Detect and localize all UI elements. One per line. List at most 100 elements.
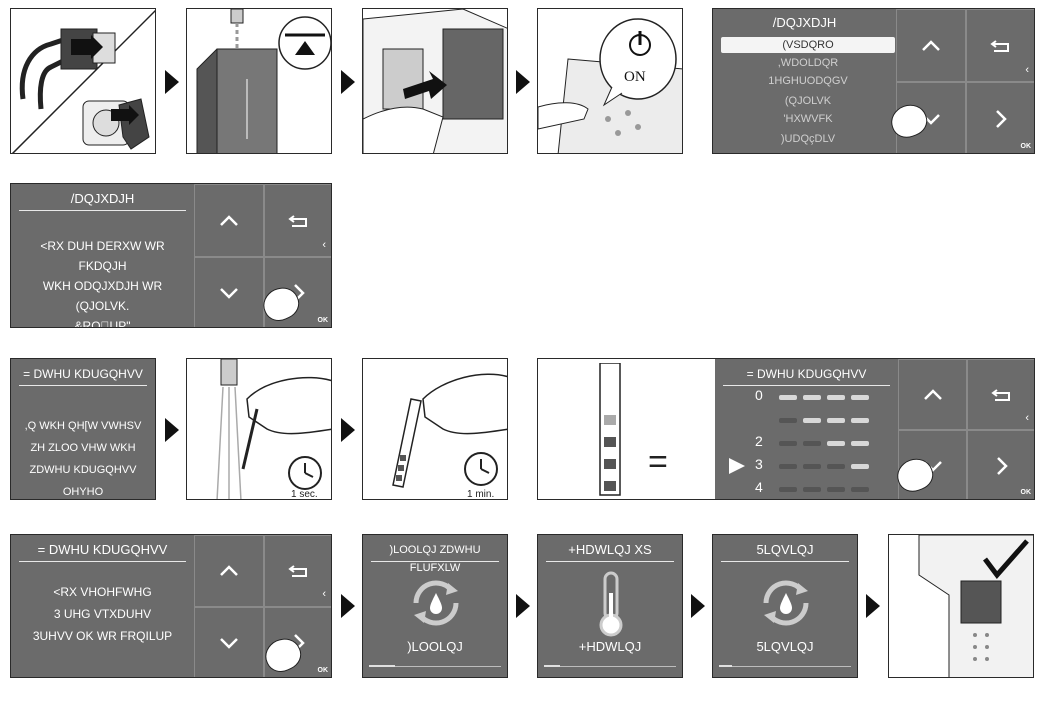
- progress-bar: [544, 665, 676, 667]
- rinsing-screen: 5LQVLQJ 5LQVLQJ: [712, 534, 858, 678]
- progress-fill: [369, 665, 396, 667]
- chevron-left-icon: ‹: [1025, 412, 1029, 424]
- language-option-english[interactable]: (QJOLVK: [784, 95, 832, 107]
- chevron-right-icon: [996, 456, 1008, 475]
- confirm-text-line: <RX VHOHFWHG: [53, 585, 152, 599]
- chevron-down-icon: [220, 638, 238, 649]
- up-button[interactable]: [896, 9, 966, 82]
- ok-button[interactable]: OK: [967, 430, 1034, 499]
- step-arrow-icon: [341, 70, 355, 94]
- language-option-italiano[interactable]: ,WDOLDQR: [777, 57, 839, 69]
- back-button[interactable]: ‹: [264, 535, 331, 607]
- screen-title: +HDWLQJ XS: [546, 541, 674, 562]
- ok-button[interactable]: OK: [966, 82, 1034, 153]
- hardness-level-row[interactable]: 3: [715, 456, 898, 476]
- on-label: ON: [624, 69, 646, 85]
- step-arrow-icon: [691, 594, 705, 618]
- intro-text-line: ZH ZLOO VHW WKH: [30, 442, 136, 454]
- back-arrow-icon: [287, 565, 307, 577]
- screen-title: /DQJXDJH: [772, 15, 837, 30]
- confirm-text-line: 3 UHG VTXDUHV: [53, 607, 152, 621]
- confirm-text-line: 3UHVV OK WR FRQILUP: [32, 629, 173, 643]
- back-button[interactable]: ‹: [967, 359, 1034, 430]
- checkmark-icon: [983, 539, 1029, 579]
- water-cycle-icon: [413, 580, 459, 626]
- hardness-level-row[interactable]: [715, 410, 898, 430]
- test-strip-icon: [599, 363, 621, 496]
- language-option-espanol[interactable]: (VSDQRO: [721, 37, 895, 53]
- timer-label: 1 min.: [467, 489, 495, 500]
- thermometer-icon: [599, 571, 623, 637]
- hardness-level-row[interactable]: 0: [715, 387, 898, 407]
- hardness-bar: [827, 395, 845, 400]
- screen-title: 5LQVLQJ: [721, 541, 849, 562]
- step-arrow-icon: [516, 594, 530, 618]
- screen-title: )LOOLQJ ZDWHU FLUFXLW: [371, 541, 499, 574]
- chevron-up-icon: [922, 39, 940, 51]
- hardness-level-label: 0: [755, 387, 763, 403]
- up-button[interactable]: [194, 184, 264, 257]
- hardness-bar: [851, 487, 869, 492]
- hardness-bar: [803, 441, 821, 446]
- status-label: 5LQVLQJ: [756, 639, 814, 654]
- chevron-down-icon: [220, 288, 238, 299]
- filling-screen: )LOOLQJ ZDWHU FLUFXLW )LOOLQJ: [362, 534, 508, 678]
- status-label: )LOOLQJ: [407, 639, 463, 654]
- back-button[interactable]: ‹: [264, 184, 331, 257]
- hardness-bar: [827, 487, 845, 492]
- up-button[interactable]: [898, 359, 967, 430]
- step-arrow-icon: [516, 70, 530, 94]
- hardness-bar: [827, 441, 845, 446]
- ok-label: OK: [1020, 489, 1032, 496]
- hardness-level-label: 4: [755, 479, 763, 495]
- up-button[interactable]: [194, 535, 264, 607]
- language-option-deutsch[interactable]: 'HXWVFK: [783, 113, 833, 125]
- chevron-up-icon: [220, 214, 238, 226]
- hardness-level-row[interactable]: 2: [715, 433, 898, 453]
- step-arrow-icon: [341, 418, 355, 442]
- chevron-left-icon: ‹: [322, 239, 326, 251]
- down-button[interactable]: [194, 257, 264, 327]
- status-label: +HDWLQJ: [578, 639, 642, 654]
- illustration-fill-water-tank: [186, 8, 332, 154]
- hardness-bar: [827, 464, 845, 469]
- chevron-up-icon: [220, 565, 238, 576]
- down-button[interactable]: [194, 607, 264, 677]
- ok-label: OK: [317, 317, 329, 324]
- chevron-up-icon: [923, 388, 942, 400]
- hardness-bar: [779, 464, 797, 469]
- confirm-text-line: &RQ UP": [74, 319, 131, 328]
- chevron-left-icon: ‹: [1025, 64, 1029, 76]
- hardness-bar: [851, 464, 869, 469]
- hardness-bar: [779, 418, 797, 423]
- chevron-left-icon: ‹: [322, 588, 326, 600]
- illustration-wait-test-strip: 1 min.: [362, 358, 508, 500]
- illustration-rinse-complete: [888, 534, 1034, 678]
- screen-title: = DWHU KDUGQHVV: [19, 365, 147, 386]
- language-menu-screen: /DQJXDJH (VSDQRO ,WDOLDQR 1HGHUODQGV (QJ…: [712, 8, 1035, 154]
- progress-bar: [369, 665, 501, 667]
- ok-label: OK: [1020, 143, 1032, 150]
- intro-text-line: ZDWHU KDUGQHVV OHYHO: [29, 464, 137, 498]
- hardness-bar: [803, 395, 821, 400]
- language-option-nederlands[interactable]: 1HGHUODQGV: [768, 75, 848, 87]
- language-confirm-screen: /DQJXDJH <RX DUH DERXW WR FKDQJH WKH ODQ…: [10, 183, 332, 328]
- intro-text-line: ,Q WKH QH[W VWHSV: [24, 420, 142, 432]
- hardness-bar: [779, 395, 797, 400]
- hardness-bar: [803, 464, 821, 469]
- hardness-bar: [803, 418, 821, 423]
- language-option-francais[interactable]: )UDQçDLV: [780, 133, 836, 145]
- confirm-text-line: WKH ODQJXDJH WR (QJOLVK.: [42, 279, 163, 313]
- hardness-level-label: 3: [755, 456, 763, 472]
- back-button[interactable]: ‹: [966, 9, 1034, 82]
- step-arrow-icon: [165, 418, 179, 442]
- confirm-text-line: <RX DUH DERXW WR FKDQJH: [40, 239, 165, 273]
- hardness-level-label: 2: [755, 433, 763, 449]
- back-arrow-icon: [990, 39, 1009, 52]
- progress-fill: [719, 665, 733, 667]
- hardness-bar: [851, 395, 869, 400]
- selection-pointer-icon: [729, 458, 745, 474]
- heating-screen: +HDWLQJ XS +HDWLQJ: [537, 534, 683, 678]
- hardness-level-row[interactable]: 4: [715, 479, 898, 499]
